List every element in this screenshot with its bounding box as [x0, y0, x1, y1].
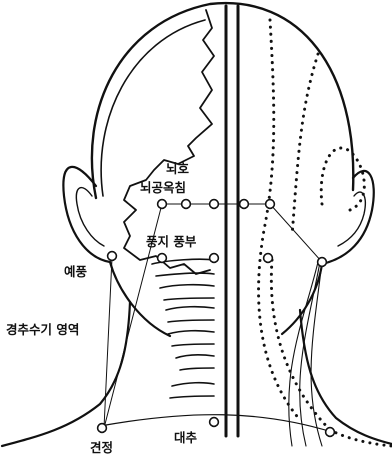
point-okchim-left [182, 200, 191, 209]
label-gyeonjeong: 견정 [90, 440, 113, 455]
scalp-inner-line [101, 20, 205, 196]
left-ear [63, 167, 110, 262]
label-cervical-area: 경추수기 영역 [6, 322, 79, 337]
label-daechu: 대추 [174, 430, 198, 445]
point-naeho [210, 200, 219, 209]
label-naeho: 뇌호 [166, 161, 190, 176]
point-yepung-right [318, 258, 327, 267]
label-noegong-okchim: 뇌공옥침 [140, 180, 186, 195]
label-yepung: 예풍 [64, 264, 88, 279]
cervical-vertebrae [152, 259, 214, 398]
label-pungji-pungbu: 풍지 풍부 [146, 234, 197, 249]
left-ear-inner [76, 188, 104, 246]
point-pungji-left [158, 254, 167, 263]
meridian-dotted-lines [259, 20, 392, 446]
left-jaw [110, 262, 170, 336]
point-noegong-right [266, 200, 275, 209]
point-pungbu [210, 254, 219, 263]
point-okchim-right [240, 200, 249, 209]
point-pungji-right [264, 254, 273, 263]
point-gyeonjeong-right [326, 428, 335, 437]
point-noegong-left [158, 200, 167, 209]
right-ear [322, 171, 374, 264]
point-daechu [210, 418, 219, 427]
point-yepung-left [108, 252, 117, 261]
point-gyeonjeong-left [98, 424, 107, 433]
skull-outline [92, 3, 353, 198]
